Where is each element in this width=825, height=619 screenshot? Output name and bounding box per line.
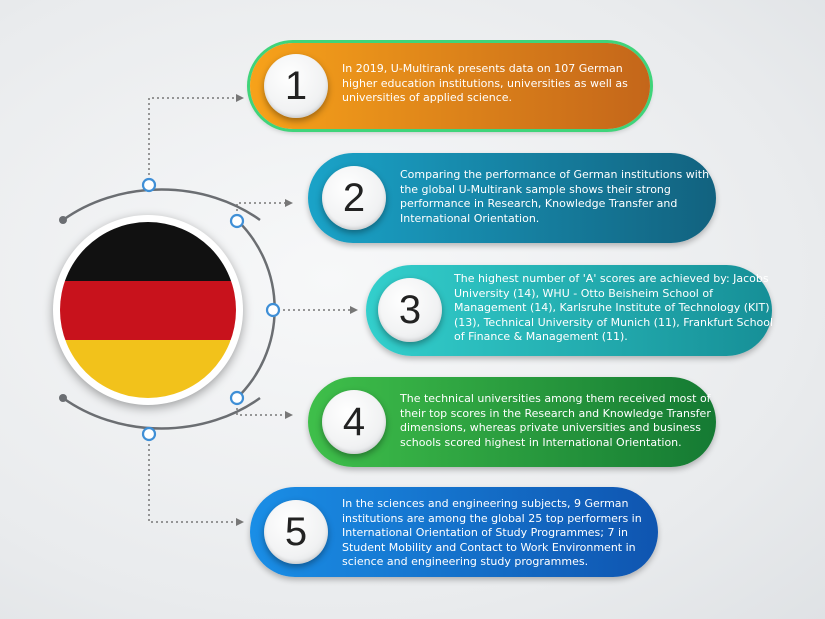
step-description-line: International Orientation. [400, 211, 540, 225]
step-description-line: dimensions, whereas private universities… [400, 421, 701, 435]
step-description-line: institutions are among the global 25 top… [342, 511, 642, 525]
ring-node-4 [229, 390, 245, 406]
ring-end-dot [59, 394, 67, 402]
ring-arc-top [62, 188, 261, 222]
ring-node-1 [141, 177, 157, 193]
step-description-line: universities of applied science. [342, 91, 513, 105]
ring-node-2 [229, 213, 245, 229]
connector-line-5 [148, 434, 236, 523]
connector-line-2 [236, 202, 285, 221]
step-number-badge: 5 [264, 500, 328, 564]
step-description: In the sciences and engineering subjects… [342, 497, 642, 570]
step-number-badge: 2 [322, 166, 386, 230]
step-description-line: higher education institutions, universit… [342, 76, 628, 90]
step-description-line: the global U-Multirank sample shows thei… [400, 182, 671, 196]
step-description-line: The highest number of 'A' scores are ach… [454, 272, 769, 285]
step-description-line: their top scores in the Research and Kno… [400, 406, 711, 420]
step-description: The technical universities among them re… [400, 392, 711, 450]
step-description-line: International Orientation of Study Progr… [342, 526, 629, 540]
step-description-line: Comparing the performance of German inst… [400, 168, 710, 181]
step-description-line: University (14), WHU - Otto Beisheim Sch… [454, 286, 713, 300]
connector-line-4 [236, 398, 285, 416]
step-description: Comparing the performance of German inst… [400, 168, 709, 226]
connector-arrow-5 [236, 518, 244, 526]
step-number-badge: 3 [378, 278, 442, 342]
flag-stripe-red [60, 281, 236, 340]
connector-arrow-1 [236, 94, 244, 102]
connector-line-1 [148, 97, 236, 185]
ring-node-5 [141, 426, 157, 442]
step-number-badge: 1 [264, 54, 328, 118]
ring-node-3 [265, 302, 281, 318]
step-description-line: In 2019, U-Multirank presents data on 10… [342, 62, 623, 75]
connector-arrow-2 [285, 199, 293, 207]
step-number-badge: 4 [322, 390, 386, 454]
step-description-line: schools scored highest in International … [400, 435, 682, 449]
germany-flag-icon [53, 215, 243, 405]
ring-arc-bottom [62, 396, 261, 430]
step-description-line: (13), Technical University of Munich (11… [454, 315, 774, 329]
step-description-line: Student Mobility and Contact to Work Env… [342, 540, 636, 554]
step-description-line: The technical universities among them re… [400, 392, 711, 405]
step-description-line: performance in Research, Knowledge Trans… [400, 197, 678, 211]
ring-nodes [141, 177, 281, 442]
connector-arrow-4 [285, 411, 293, 419]
step-description: The highest number of 'A' scores are ach… [454, 272, 773, 345]
step-description-line: science and engineering study programmes… [342, 555, 589, 569]
connector-arrow-3 [350, 306, 358, 314]
step-description-line: In the sciences and engineering subjects… [342, 497, 629, 510]
ring-end-dot [59, 216, 67, 224]
step-description-line: of Finance & Management (11). [454, 330, 628, 344]
step-description: In 2019, U-Multirank presents data on 10… [342, 62, 628, 106]
step-description-line: Management (14), Karlsruhe Institute of … [454, 301, 770, 315]
